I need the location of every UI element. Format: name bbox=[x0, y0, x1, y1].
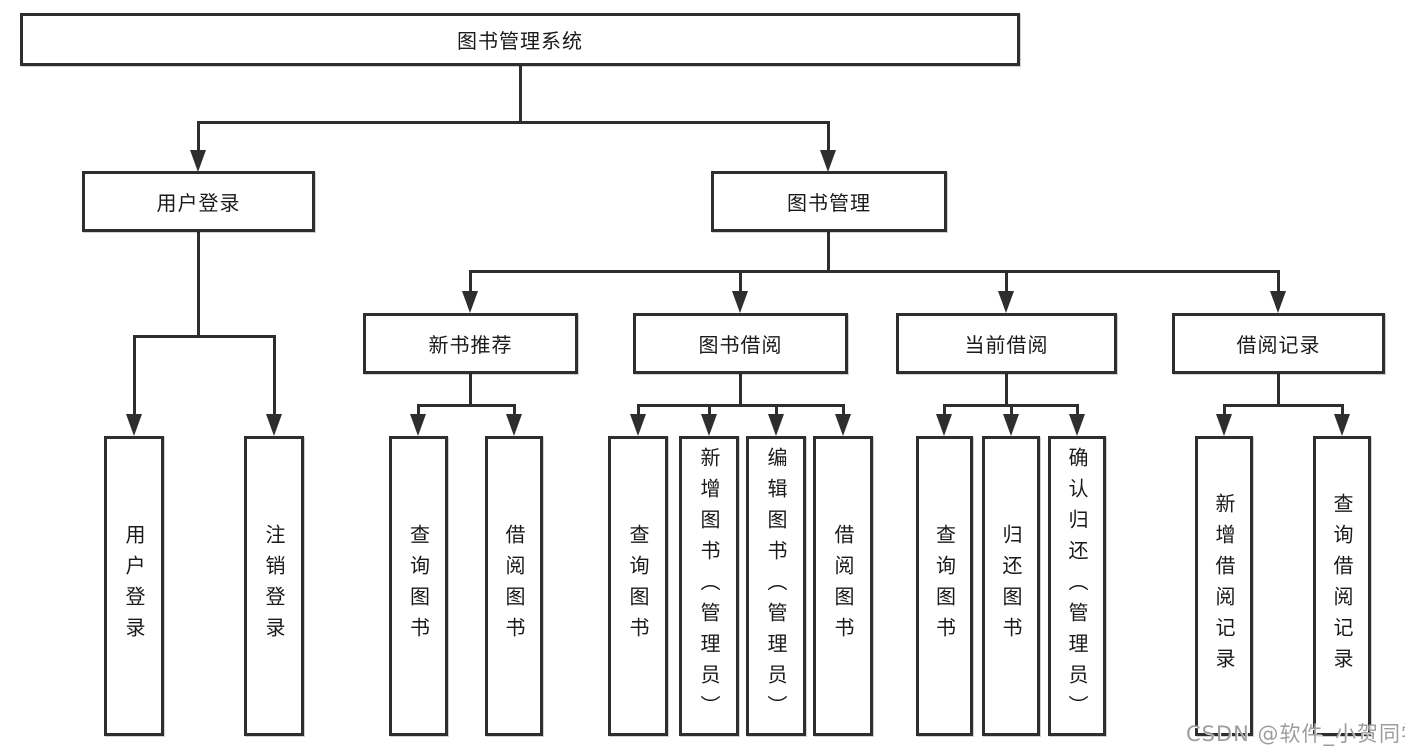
node-root: 图书管理系统 bbox=[20, 13, 1020, 66]
node-book-management: 图书管理 bbox=[711, 171, 947, 232]
arrow-down-icon bbox=[1216, 414, 1232, 436]
node-label: 借阅记录 bbox=[1236, 333, 1321, 357]
arrow-down-icon bbox=[190, 150, 206, 172]
arrow-down-icon bbox=[506, 414, 522, 436]
connector-vline bbox=[1009, 404, 1013, 418]
arrow-down-icon bbox=[630, 414, 646, 436]
leaf-logout: 注销登录 bbox=[244, 436, 304, 736]
leaf-label: 新增借阅记录 bbox=[1212, 493, 1236, 679]
connector-vline bbox=[1222, 404, 1226, 418]
leaf-label: 用户登录 bbox=[122, 524, 146, 648]
connector-vline bbox=[1276, 372, 1280, 407]
connector-vline bbox=[738, 372, 742, 407]
leaf-borrow-books-recommend: 借阅图书 bbox=[485, 436, 543, 736]
leaf-label: 确认归还（管理员） bbox=[1065, 446, 1089, 726]
connector-vline bbox=[518, 64, 522, 124]
leaf-return-books: 归还图书 bbox=[982, 436, 1040, 736]
connector-vline bbox=[1004, 270, 1008, 295]
node-label: 当前借阅 bbox=[964, 333, 1049, 357]
arrow-down-icon bbox=[410, 414, 426, 436]
node-root-label: 图书管理系统 bbox=[457, 29, 583, 53]
connector-hline bbox=[1222, 404, 1344, 407]
leaf-label: 查询借阅记录 bbox=[1330, 493, 1354, 679]
leaf-user-login: 用户登录 bbox=[104, 436, 164, 736]
arrow-down-icon bbox=[768, 414, 784, 436]
connector-vline bbox=[468, 372, 472, 407]
leaf-label: 新增图书（管理员） bbox=[697, 446, 721, 726]
node-label: 新书推荐 bbox=[428, 333, 513, 357]
connector-vline bbox=[841, 404, 845, 418]
connector-vline bbox=[1004, 372, 1008, 407]
arrow-down-icon bbox=[701, 414, 717, 436]
arrow-down-icon bbox=[732, 291, 748, 313]
leaf-query-books-borrow: 查询图书 bbox=[608, 436, 668, 736]
arrow-down-icon bbox=[820, 150, 836, 172]
connector-vline bbox=[272, 335, 276, 418]
connector-hline bbox=[132, 335, 276, 338]
leaf-label: 借阅图书 bbox=[502, 524, 526, 648]
csdn-watermark: CSDN @软件_小贺同学 bbox=[1186, 722, 1405, 746]
leaf-add-book-admin: 新增图书（管理员） bbox=[679, 436, 739, 736]
connector-vline bbox=[942, 404, 946, 418]
connector-vline bbox=[196, 230, 200, 338]
arrow-down-icon bbox=[266, 414, 282, 436]
node-new-book-recommend: 新书推荐 bbox=[363, 313, 578, 374]
connector-hline bbox=[468, 270, 1280, 273]
connector-vline bbox=[636, 404, 640, 418]
node-label: 图书管理 bbox=[787, 191, 871, 215]
arrow-down-icon bbox=[998, 291, 1014, 313]
connector-vline bbox=[416, 404, 420, 418]
leaf-label: 查询图书 bbox=[626, 524, 650, 648]
arrow-down-icon bbox=[1270, 291, 1286, 313]
leaf-borrow-books: 借阅图书 bbox=[813, 436, 873, 736]
connector-vline bbox=[1340, 404, 1344, 418]
leaf-label: 编辑图书（管理员） bbox=[764, 446, 788, 726]
connector-hline bbox=[416, 404, 516, 407]
connector-vline bbox=[468, 270, 472, 295]
node-label: 图书借阅 bbox=[698, 333, 783, 357]
connector-vline bbox=[774, 404, 778, 418]
connector-vline bbox=[1075, 404, 1079, 418]
connector-vline bbox=[826, 121, 830, 154]
leaf-query-books-recommend: 查询图书 bbox=[389, 436, 448, 736]
leaf-label: 归还图书 bbox=[999, 524, 1023, 648]
leaf-label: 借阅图书 bbox=[831, 524, 855, 648]
node-current-borrow: 当前借阅 bbox=[896, 313, 1117, 374]
leaf-add-borrow-record: 新增借阅记录 bbox=[1195, 436, 1253, 736]
node-label: 用户登录 bbox=[156, 191, 241, 215]
leaf-confirm-return-admin: 确认归还（管理员） bbox=[1048, 436, 1106, 736]
node-borrow-records: 借阅记录 bbox=[1172, 313, 1385, 374]
arrow-down-icon bbox=[1069, 414, 1085, 436]
connector-hline bbox=[196, 121, 830, 124]
leaf-label: 查询图书 bbox=[406, 524, 431, 648]
node-book-borrow: 图书借阅 bbox=[633, 313, 848, 374]
connector-vline bbox=[826, 230, 830, 273]
connector-hline bbox=[636, 404, 845, 407]
leaf-query-borrow-record: 查询借阅记录 bbox=[1313, 436, 1371, 736]
leaf-edit-book-admin: 编辑图书（管理员） bbox=[746, 436, 806, 736]
arrow-down-icon bbox=[126, 414, 142, 436]
connector-vline bbox=[512, 404, 516, 418]
node-user-login: 用户登录 bbox=[82, 171, 315, 232]
arrow-down-icon bbox=[462, 291, 478, 313]
connector-vline bbox=[707, 404, 711, 418]
arrow-down-icon bbox=[1334, 414, 1350, 436]
leaf-label: 查询图书 bbox=[932, 524, 957, 648]
connector-vline bbox=[1276, 270, 1280, 295]
leaf-label: 注销登录 bbox=[262, 524, 286, 648]
connector-vline bbox=[132, 335, 136, 418]
connector-vline bbox=[196, 121, 200, 154]
connector-vline bbox=[738, 270, 742, 295]
arrow-down-icon bbox=[835, 414, 851, 436]
arrow-down-icon bbox=[936, 414, 952, 436]
arrow-down-icon bbox=[1003, 414, 1019, 436]
leaf-query-books-current: 查询图书 bbox=[916, 436, 973, 736]
